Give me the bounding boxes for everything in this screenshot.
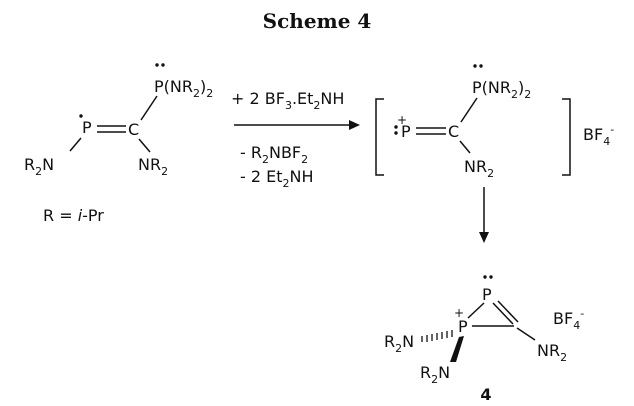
ring-double-bond xyxy=(497,300,519,323)
intermediate-nr2-group: NR2 xyxy=(464,157,494,180)
lone-pair-dot xyxy=(473,64,477,68)
starting-nr2-group: NR2 xyxy=(138,155,168,178)
counterion-product: BF4- xyxy=(553,307,584,332)
bond-c-n xyxy=(459,140,471,154)
intermediate-phosphorus: P xyxy=(401,122,411,141)
byproduct-1: - R2NBF2 xyxy=(240,143,308,166)
reaction-arrowhead xyxy=(349,120,360,130)
lone-pair-dot xyxy=(394,131,398,135)
lone-pair-dot xyxy=(483,275,487,279)
bond-c-p xyxy=(140,95,158,121)
starting-r2n-group: R2N xyxy=(24,155,54,178)
starting-carbon: C xyxy=(128,120,139,139)
positive-charge: + xyxy=(454,306,464,320)
ring-bond-p-p xyxy=(467,302,485,319)
intermediate-pnr2-group: P(NR2)2 xyxy=(472,78,531,101)
down-arrowhead xyxy=(479,232,489,243)
product-r2n-hashed: R2N xyxy=(384,332,414,355)
counterion-intermediate: BF4- xyxy=(583,123,614,148)
intermediate-cation: + P C P(NR2)2 NR2 xyxy=(375,64,571,180)
lone-pair-dot xyxy=(479,64,483,68)
product-4: P + P R2N R2N NR2 xyxy=(384,275,567,386)
lone-pair-dot xyxy=(489,275,493,279)
scheme-title: Scheme 4 xyxy=(263,9,372,33)
byproduct-2: - 2 Et2NH xyxy=(240,167,314,190)
positive-charge: + xyxy=(397,113,407,127)
product-r2n-wedge: R2N xyxy=(420,363,450,386)
starting-phosphorus: P xyxy=(82,118,92,137)
bond-c-p xyxy=(460,97,478,123)
lone-electron-dot xyxy=(79,114,83,118)
r-definition: R = i-Pr xyxy=(43,206,104,225)
lone-pair-dot xyxy=(394,125,398,129)
starting-material: P(NR2)2 P C R2N NR2 xyxy=(24,63,213,178)
bond-p-n xyxy=(69,137,82,152)
hashed-bond xyxy=(421,330,453,342)
bond-c-n xyxy=(516,327,536,341)
starting-pnr2-group: P(NR2)2 xyxy=(154,77,213,100)
ring-phosphonium: P xyxy=(458,317,468,336)
wedge-bond xyxy=(450,336,464,362)
intermediate-carbon: C xyxy=(448,122,459,141)
ring-double-bond xyxy=(492,302,514,325)
product-nr2-group: NR2 xyxy=(537,341,567,364)
reaction-conditions: + 2 BF3.Et2NH - R2NBF2 - 2 Et2NH xyxy=(231,89,360,190)
compound-label: 4 xyxy=(480,385,491,404)
lone-pair-dot xyxy=(161,63,165,67)
ring-phosphorus-top: P xyxy=(482,285,492,304)
right-bracket xyxy=(562,98,571,176)
lone-pair-dot xyxy=(155,63,159,67)
left-bracket xyxy=(375,98,384,176)
bond-c-n xyxy=(138,138,151,153)
reagent-line: + 2 BF3.Et2NH xyxy=(231,89,344,112)
